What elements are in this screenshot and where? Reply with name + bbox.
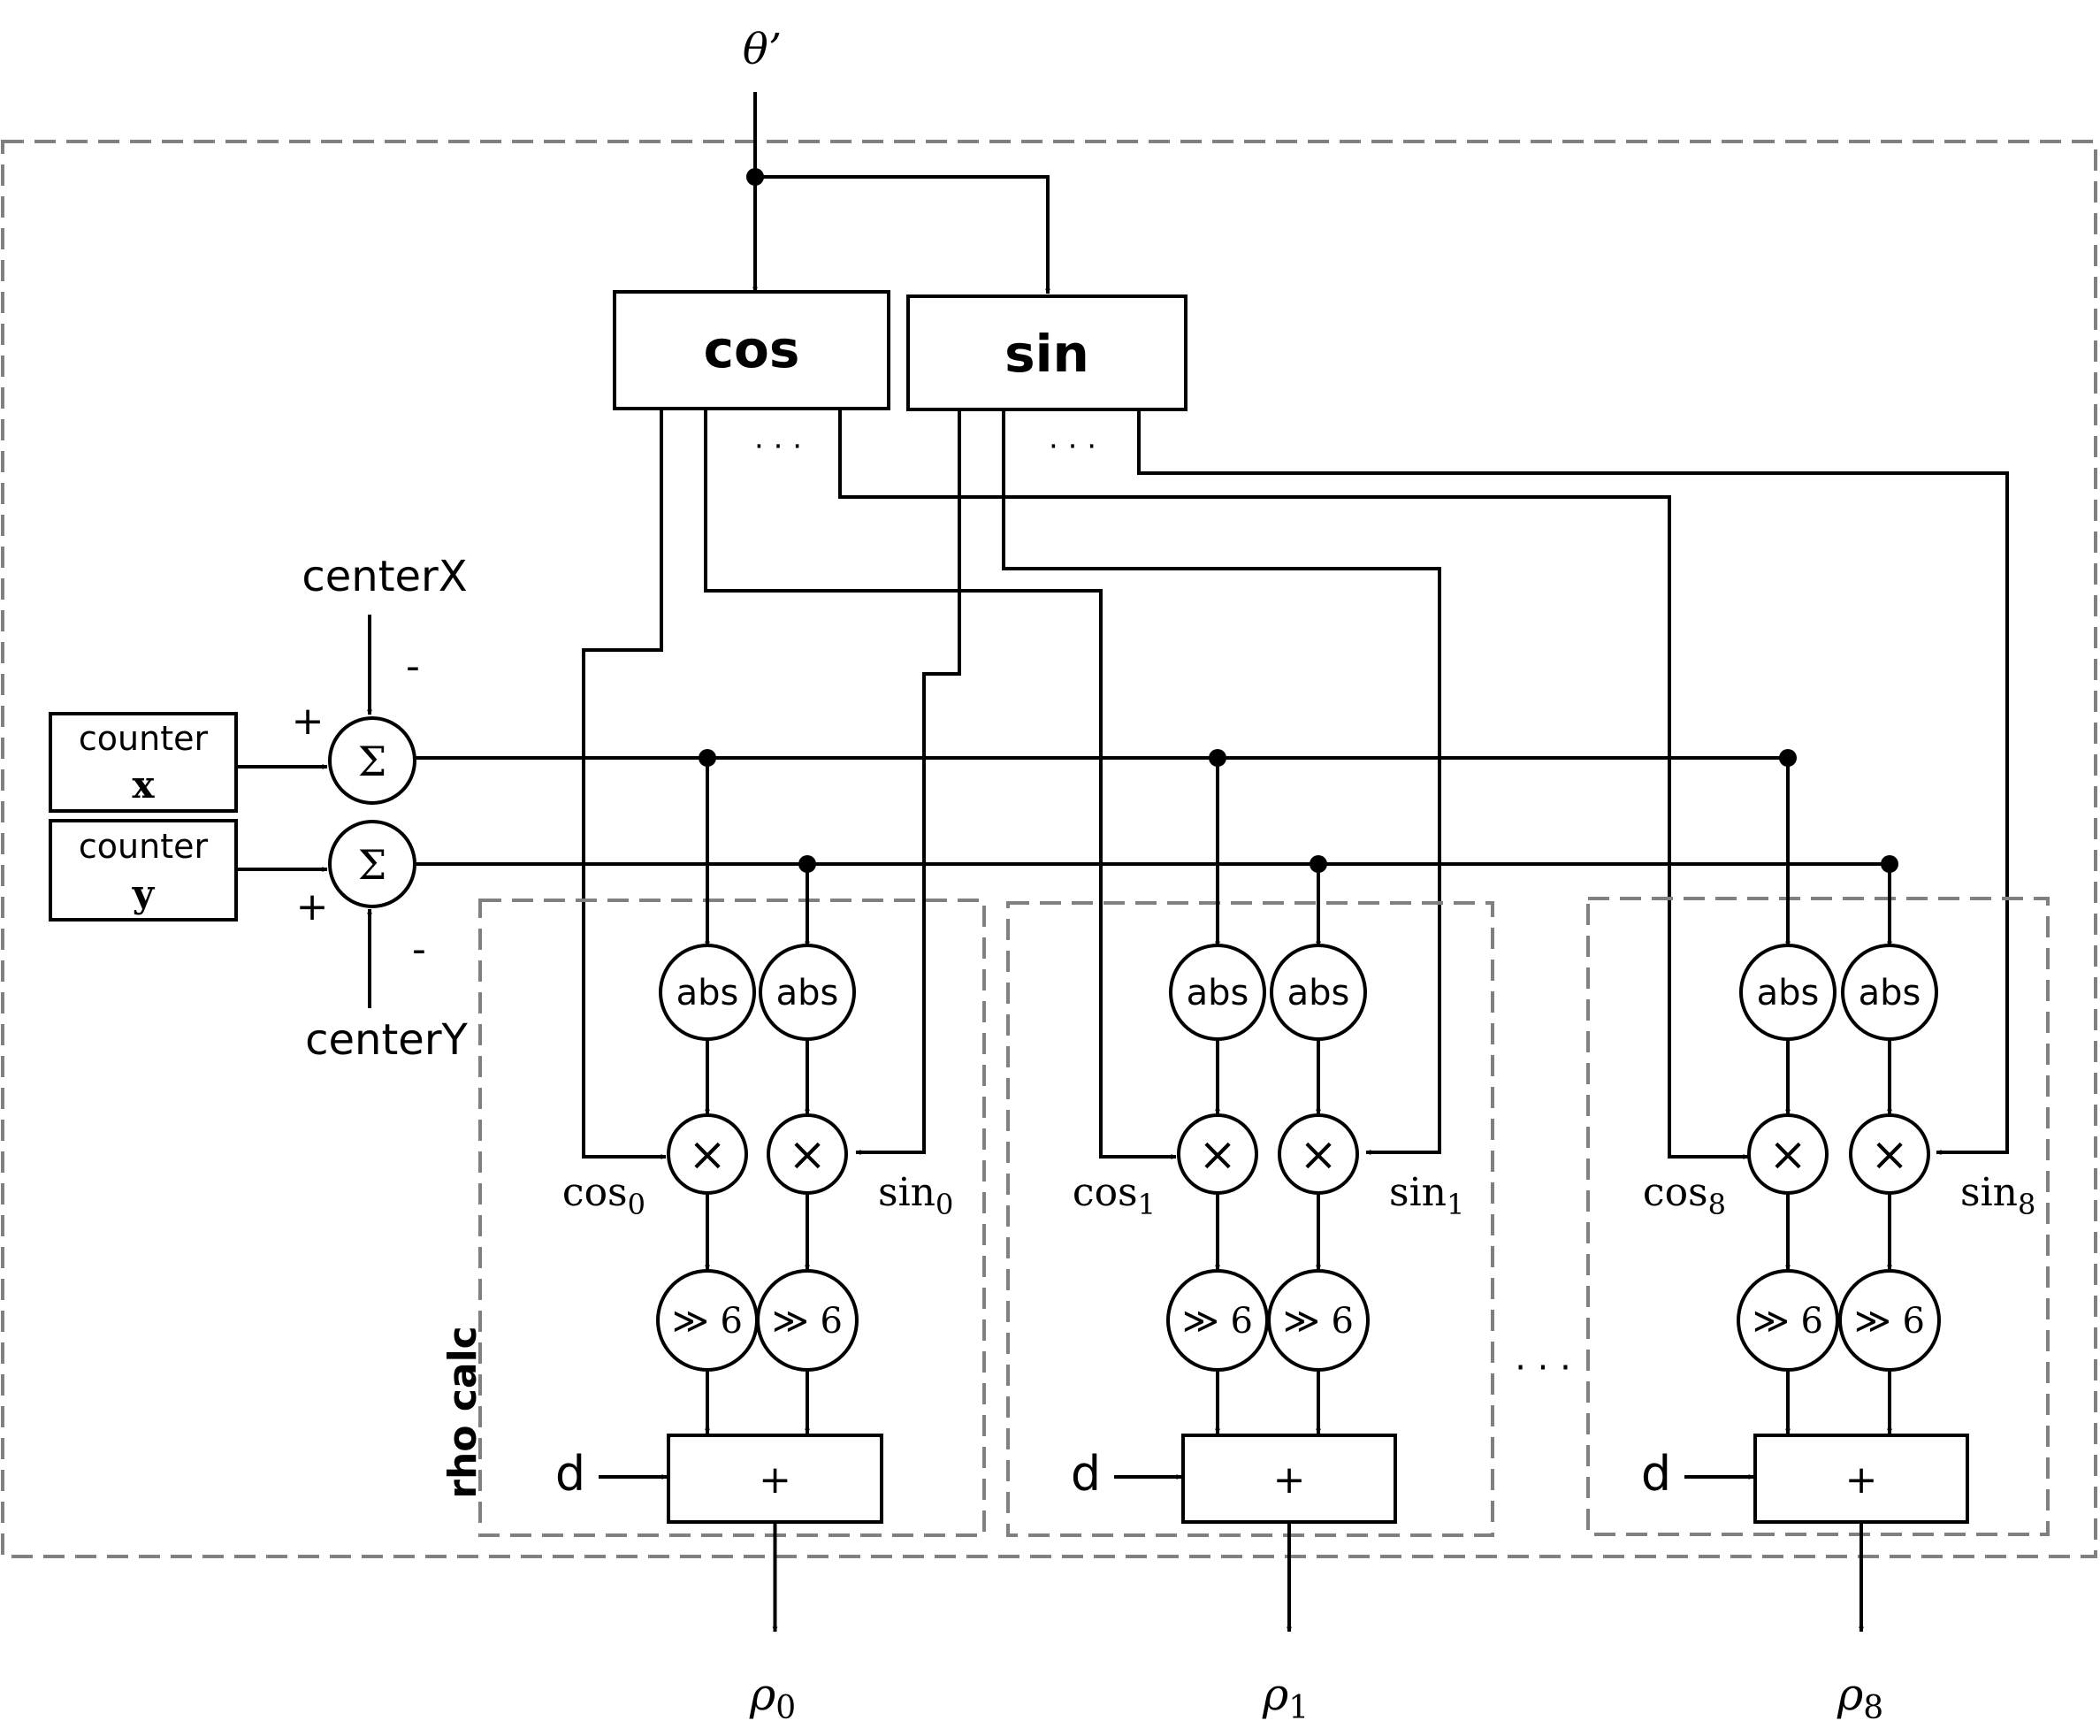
lane2-a-abs-label: abs — [1757, 973, 1820, 1013]
lane1-adder-label: + — [1273, 1457, 1306, 1503]
lane0-adder-block — [667, 1434, 883, 1524]
lane1-adder-block — [1181, 1434, 1397, 1524]
lane2-a-shift-label: ≫ 6 — [1753, 1301, 1823, 1342]
sum-x-plus-sign: + — [292, 699, 325, 744]
lane0-a-shift-label: ≫ 6 — [672, 1301, 743, 1342]
sin8-wire — [1137, 409, 2009, 1155]
lane2-rho-output-label: ρ8 — [1837, 1669, 1883, 1726]
lane2-d-input-label: d — [1641, 1446, 1671, 1502]
counter-y-var: y — [132, 872, 156, 915]
lane0-b-abs-label: abs — [776, 973, 839, 1013]
sum-x-symbol: Σ — [358, 738, 387, 785]
lane0-adder-label: + — [759, 1457, 791, 1503]
lane2-dashed-region — [1586, 897, 2050, 1536]
lane2-sin-label: sin8 — [1960, 1170, 2035, 1221]
cos-outputs-ellipsis: · · · — [754, 429, 802, 464]
lane1-sin-label: sin1 — [1389, 1170, 1464, 1221]
centerx-label: centerX — [302, 552, 467, 601]
sum-x-minus-sign: - — [406, 644, 420, 689]
cos-block — [613, 290, 890, 410]
lane0-a-multiply-symbol: × — [688, 1128, 727, 1182]
lane2-b-abs-label: abs — [1859, 973, 1921, 1013]
lane1-d-input-label: d — [1071, 1446, 1101, 1502]
cos8-wire — [838, 409, 1749, 1159]
lane0-a-abs-label: abs — [676, 973, 739, 1013]
lane2-b-multiply-symbol: × — [1870, 1128, 1909, 1182]
centery-label: centerY — [305, 1015, 468, 1065]
sum-y-plus-sign: + — [296, 884, 329, 929]
sum-y-symbol: Σ — [358, 841, 387, 889]
lane0-b-shift-label: ≫ 6 — [772, 1301, 843, 1342]
lane1-rho-output-label: ρ1 — [1262, 1669, 1309, 1726]
sum-x-node — [328, 716, 416, 805]
cos1-wire — [704, 409, 1177, 1159]
sin-block — [906, 294, 1187, 411]
lane1-cos-label: cos1 — [1073, 1170, 1156, 1221]
lane0-sin-label: sin0 — [878, 1170, 953, 1221]
lane1-b-shift-label: ≫ 6 — [1283, 1301, 1354, 1342]
lane0-dashed-region — [478, 899, 986, 1537]
lane1-b-multiply-symbol: × — [1299, 1128, 1338, 1182]
lane1-dashed-region — [1006, 901, 1494, 1537]
lane2-cos-label: cos8 — [1643, 1170, 1726, 1221]
sin-block-label: sin — [1004, 324, 1089, 384]
lane1-a-shift-label: ≫ 6 — [1182, 1301, 1253, 1342]
rho-calc-region-label: rho calc — [440, 1326, 485, 1499]
lane0-b-multiply-symbol: × — [788, 1128, 827, 1182]
sum-y-minus-sign: - — [412, 927, 426, 972]
sin1-wire — [1002, 409, 1441, 1155]
counter-x-title: counter — [79, 719, 209, 758]
counter-y-block — [49, 819, 238, 922]
cos-block-label: cos — [704, 319, 800, 379]
lanes-ellipsis: · · · — [1515, 1348, 1571, 1388]
lane1-a-abs-label: abs — [1187, 973, 1249, 1013]
sin0-wire — [855, 409, 961, 1155]
lane2-a-multiply-symbol: × — [1768, 1128, 1807, 1182]
theta-to-sin-arrow — [755, 175, 1050, 294]
sin-outputs-ellipsis: · · · — [1049, 429, 1096, 464]
cos0-wire — [582, 409, 667, 1159]
theta-input-label: θ’ — [743, 25, 782, 74]
lane0-d-input-label: d — [555, 1446, 585, 1502]
rho-lanes: abs × ≫ 6 abs × ≫ 6 + d ρ0 cos0 sin0 abs × ≫ 6 abs × ≫ 6… — [478, 749, 2050, 1726]
counter-x-block — [49, 712, 238, 813]
counter-y-title: counter — [79, 827, 209, 866]
lane2-adder-block — [1753, 1434, 1969, 1524]
lane0-rho-output-label: ρ0 — [749, 1669, 796, 1726]
lane2-adder-label: + — [1845, 1457, 1878, 1503]
lane2-b-shift-label: ≫ 6 — [1854, 1301, 1925, 1342]
outer-module-boundary — [1, 140, 2097, 1558]
lane0-cos-label: cos0 — [562, 1170, 645, 1221]
counter-x-var: x — [132, 763, 155, 807]
lane1-b-abs-label: abs — [1287, 973, 1350, 1013]
lane1-a-multiply-symbol: × — [1198, 1128, 1237, 1182]
